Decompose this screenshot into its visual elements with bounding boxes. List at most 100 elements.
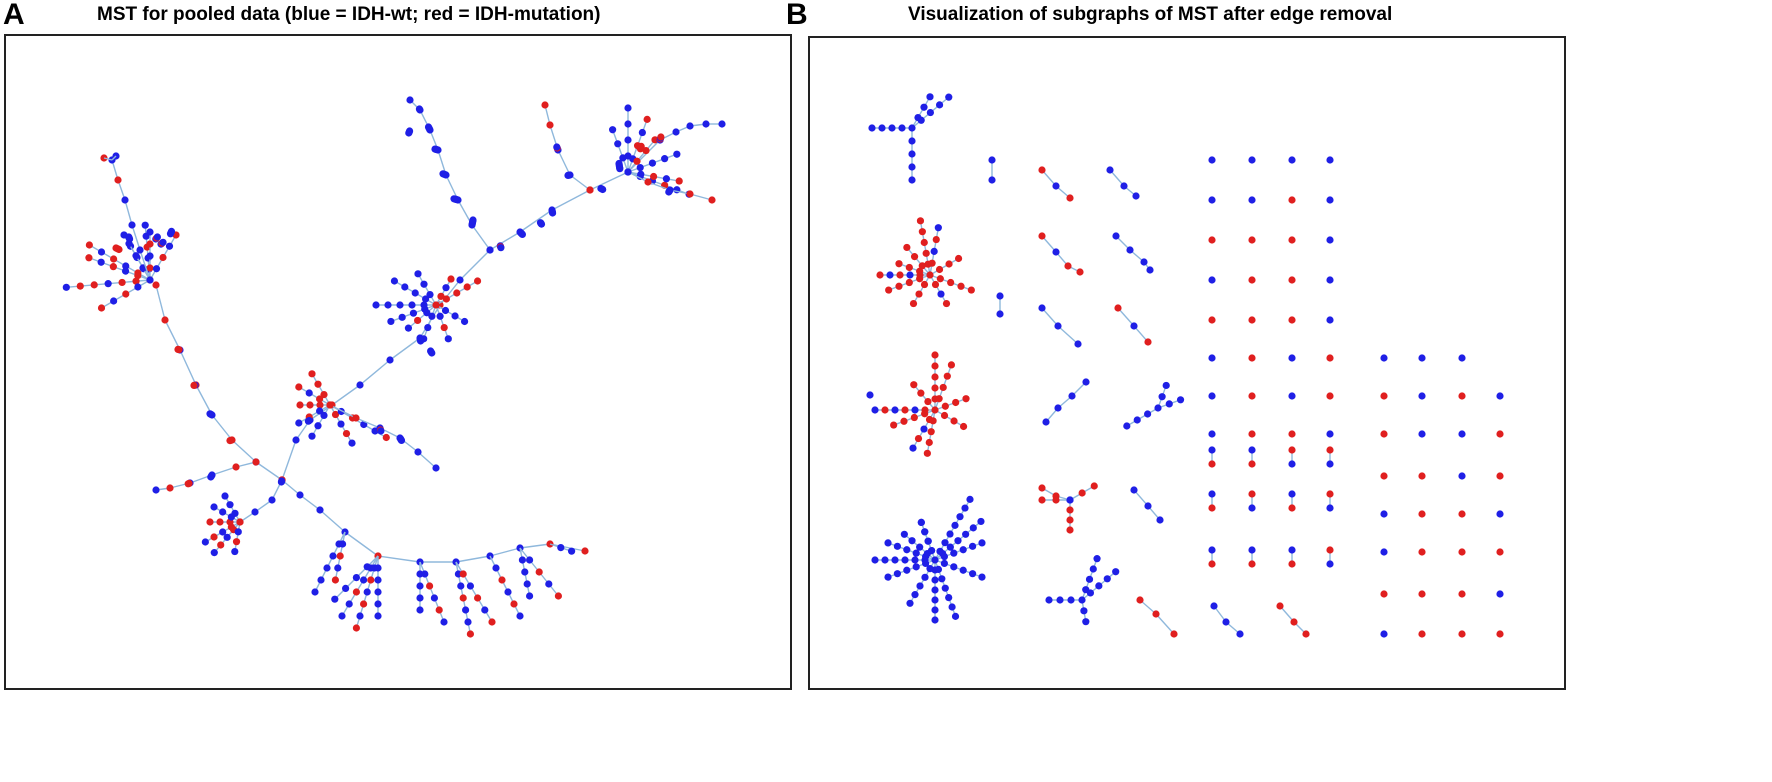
node-idh-mutation	[134, 271, 142, 280]
node-idh-mutation	[950, 417, 958, 425]
node-idh-wt	[908, 176, 916, 184]
node-idh-wt	[210, 503, 218, 511]
node-idh-mutation	[1288, 236, 1296, 244]
node-idh-wt	[950, 549, 958, 557]
panel-a-letter: A	[3, 0, 25, 31]
node-idh-wt	[911, 591, 919, 599]
node-idh-wt	[152, 486, 160, 494]
node-idh-mutation	[1038, 484, 1046, 492]
node-idh-wt	[219, 508, 227, 516]
node-idh-wt	[305, 389, 313, 397]
node-idh-wt	[868, 124, 876, 132]
node-idh-wt	[277, 478, 285, 486]
node-idh-wt	[1158, 393, 1166, 401]
node-idh-mutation	[122, 290, 130, 298]
node-idh-wt	[1126, 246, 1134, 254]
graph-edge	[311, 404, 331, 437]
node-idh-wt	[931, 596, 939, 604]
graph-edge	[589, 171, 629, 191]
node-idh-wt	[927, 547, 936, 555]
node-idh-wt	[1165, 400, 1173, 408]
node-idh-wt	[938, 575, 946, 583]
graph-edge	[489, 547, 521, 557]
graph-edge	[459, 249, 491, 281]
node-idh-wt	[1288, 490, 1296, 498]
node-idh-mutation	[85, 254, 93, 262]
node-idh-wt	[1208, 196, 1216, 204]
node-idh-mutation	[1248, 430, 1256, 438]
node-idh-wt	[614, 140, 622, 148]
node-idh-wt	[308, 432, 316, 440]
graph-edge	[611, 129, 629, 173]
graph-edge	[331, 384, 361, 406]
graph-edge	[124, 199, 133, 226]
node-idh-mutation	[466, 630, 474, 638]
node-idh-mutation	[426, 582, 434, 590]
node-idh-mutation	[920, 238, 928, 247]
node-idh-wt	[251, 508, 259, 516]
node-idh-wt	[1208, 430, 1216, 438]
node-idh-wt	[223, 533, 231, 541]
graph-edge	[128, 243, 151, 281]
node-idh-wt	[374, 564, 382, 572]
node-idh-mutation	[76, 282, 84, 290]
node-idh-wt	[417, 337, 425, 345]
node-idh-wt	[387, 317, 395, 326]
node-idh-wt	[1067, 596, 1075, 604]
node-idh-wt	[619, 154, 627, 162]
node-idh-wt	[661, 155, 669, 163]
node-idh-mutation	[686, 190, 694, 198]
node-idh-mutation	[109, 263, 117, 271]
node-idh-wt	[167, 227, 176, 235]
node-idh-wt	[1208, 354, 1216, 362]
node-idh-wt	[956, 513, 964, 521]
node-idh-mutation	[236, 518, 244, 526]
node-idh-mutation	[932, 235, 940, 244]
node-idh-wt	[1210, 602, 1218, 610]
node-idh-wt	[134, 283, 142, 291]
node-idh-wt	[316, 407, 324, 415]
node-idh-mutation	[432, 301, 440, 309]
node-idh-mutation	[1208, 236, 1216, 244]
graph-edge	[355, 417, 381, 429]
graph-edge	[211, 414, 233, 441]
node-idh-wt	[934, 224, 942, 232]
node-idh-wt	[934, 565, 943, 573]
node-idh-wt	[950, 563, 958, 571]
node-idh-wt	[1112, 568, 1120, 576]
node-idh-wt	[1326, 560, 1334, 568]
graph-edge	[1155, 613, 1175, 635]
node-idh-mutation	[166, 484, 174, 492]
node-idh-wt	[1326, 460, 1334, 468]
node-idh-mutation	[909, 299, 918, 308]
node-idh-wt	[1082, 618, 1090, 626]
node-idh-wt	[420, 280, 428, 288]
node-idh-mutation	[890, 421, 898, 429]
graph-edge	[934, 409, 964, 428]
graph-edge	[329, 404, 357, 419]
node-idh-wt	[518, 556, 527, 564]
node-idh-mutation	[1326, 446, 1334, 454]
graph-edge	[299, 494, 321, 511]
node-idh-wt	[374, 576, 382, 584]
node-idh-wt	[996, 310, 1004, 318]
node-idh-mutation	[885, 286, 893, 294]
node-idh-mutation	[921, 410, 929, 418]
node-idh-wt	[1496, 590, 1504, 598]
node-idh-wt	[1045, 596, 1053, 604]
node-idh-wt	[961, 504, 969, 512]
graph-edge	[929, 274, 948, 304]
node-idh-wt	[207, 473, 215, 481]
node-idh-mutation	[1326, 546, 1334, 554]
node-idh-mutation	[1496, 548, 1504, 556]
graph-edge	[1117, 307, 1135, 327]
graph-edge	[359, 359, 391, 386]
node-idh-mutation	[174, 345, 182, 353]
node-idh-mutation	[954, 254, 963, 263]
node-idh-wt	[1144, 502, 1152, 510]
node-idh-wt	[954, 537, 962, 545]
node-idh-wt	[914, 114, 922, 122]
node-idh-mutation	[1248, 560, 1256, 568]
node-idh-wt	[916, 543, 924, 551]
node-idh-wt	[231, 547, 239, 556]
